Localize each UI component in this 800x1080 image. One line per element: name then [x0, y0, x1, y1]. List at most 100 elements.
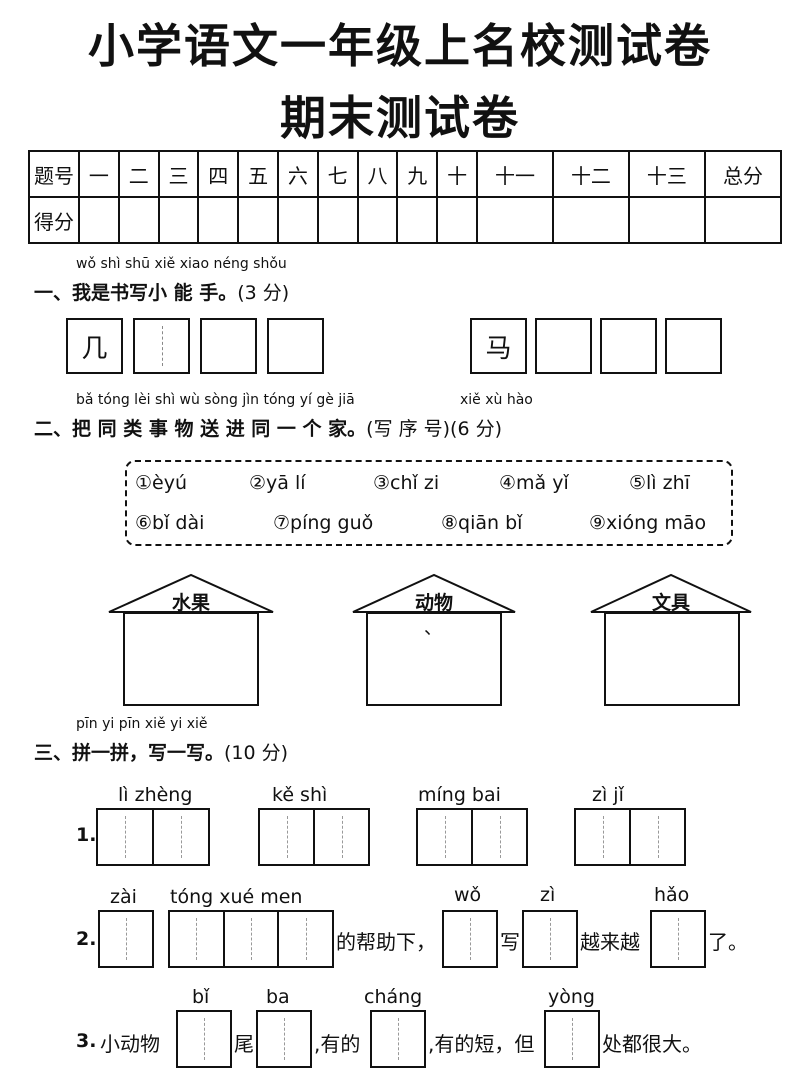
- score-cell[interactable]: [237, 196, 279, 244]
- house-answer-box[interactable]: 、: [366, 612, 502, 706]
- score-cell[interactable]: [197, 196, 240, 244]
- word-bank-item: ⑦píng guǒ: [273, 512, 374, 534]
- section2-heading: 二、把 同 类 事 物 送 进 同 一 个 家。(写 序 号)(6 分): [34, 414, 502, 441]
- model-char: 马: [485, 333, 512, 364]
- answer-grid[interactable]: [96, 808, 210, 866]
- score-cell[interactable]: [78, 196, 120, 244]
- question-number: 1.: [76, 824, 97, 846]
- word-pinyin: zì jǐ: [592, 784, 624, 806]
- score-cell[interactable]: [551, 196, 630, 244]
- score-cell[interactable]: [475, 196, 554, 244]
- house-label: 动物: [414, 592, 453, 614]
- score-table-column: 十二: [551, 150, 630, 198]
- word-bank-item: ④mǎ yǐ: [499, 472, 569, 494]
- answer-grid[interactable]: [442, 910, 498, 968]
- sentence-text: ,有的短，但: [428, 1032, 535, 1056]
- house-label: 水果: [171, 592, 210, 614]
- model-char: 几: [81, 333, 108, 364]
- pencil-mark: 、: [424, 618, 442, 639]
- writing-box[interactable]: [535, 318, 592, 374]
- score-table-column: 八: [356, 150, 399, 198]
- score-cell[interactable]: [356, 196, 399, 244]
- writing-box[interactable]: [665, 318, 722, 374]
- section3-pinyin: pīn yi pīn xiě yi xiě: [76, 716, 208, 732]
- score-cell[interactable]: [117, 196, 160, 244]
- answer-grid[interactable]: [416, 808, 528, 866]
- answer-grid[interactable]: [258, 808, 370, 866]
- question-number: 3.: [76, 1030, 97, 1052]
- answer-grid[interactable]: [176, 1010, 232, 1068]
- word-pinyin: míng bai: [418, 784, 501, 806]
- score-table: 题号 一 二 三 四 五 六 七 八 九 十 十一 十二 十三 总分 得分: [28, 150, 783, 244]
- writing-box[interactable]: [200, 318, 257, 374]
- writing-box[interactable]: [133, 318, 190, 374]
- score-table-row-label: 题号: [28, 150, 80, 198]
- word-bank-item: ①èyú: [135, 472, 188, 494]
- score-cell[interactable]: [703, 196, 783, 244]
- word-bank-item: ⑤lì zhī: [629, 472, 690, 494]
- sentence-text: 小动物: [100, 1032, 160, 1056]
- score-cell[interactable]: [627, 196, 706, 244]
- section1-title: 一、我是书写小 能 手。: [34, 282, 238, 304]
- score-cell[interactable]: [436, 196, 478, 244]
- sentence-text: 的帮助下，: [336, 930, 436, 954]
- section2-points: (写 序 号)(6 分): [366, 418, 503, 440]
- score-cell[interactable]: [316, 196, 359, 244]
- word-bank-item: ⑧qiān bǐ: [441, 512, 523, 534]
- word-pinyin: tóng xué men: [170, 886, 303, 908]
- answer-grid[interactable]: [168, 910, 334, 968]
- score-table-row-label: 得分: [28, 196, 80, 244]
- house-animal: 动物 、: [350, 572, 518, 708]
- section1-points: (3 分): [237, 282, 290, 304]
- question-number: 2.: [76, 928, 97, 950]
- answer-grid[interactable]: [256, 1010, 312, 1068]
- section3-heading: 三、拼一拼，写一写。(10 分): [34, 738, 288, 765]
- answer-grid[interactable]: [574, 808, 686, 866]
- score-cell[interactable]: [276, 196, 319, 244]
- score-table-column: 一: [78, 150, 120, 198]
- writing-box[interactable]: [600, 318, 657, 374]
- word-bank-item: ⑨xióng māo: [589, 512, 707, 534]
- word-pinyin: yòng: [548, 986, 595, 1008]
- writing-box-model: 马: [470, 318, 527, 374]
- score-cell[interactable]: [396, 196, 439, 244]
- score-table-column: 总分: [703, 150, 783, 198]
- section3-title: 三、拼一拼，写一写。: [34, 742, 225, 764]
- section2-title: 二、把 同 类 事 物 送 进 同 一 个 家。: [34, 418, 367, 440]
- score-table-column: 四: [197, 150, 240, 198]
- word-bank-item: ⑥bǐ dài: [135, 512, 205, 534]
- answer-grid[interactable]: [544, 1010, 600, 1068]
- answer-grid[interactable]: [370, 1010, 426, 1068]
- house-answer-box[interactable]: [604, 612, 740, 706]
- answer-grid[interactable]: [98, 910, 154, 968]
- word-pinyin: zì: [540, 884, 556, 906]
- house-stationery: 文具: [588, 572, 754, 708]
- score-table-column: 六: [276, 150, 319, 198]
- house-label: 文具: [651, 592, 690, 614]
- score-table-column: 十一: [475, 150, 554, 198]
- word-pinyin: lì zhèng: [118, 784, 193, 806]
- sentence-text: 处都很大。: [602, 1032, 702, 1056]
- page-title: 小学语文一年级上名校测试卷: [88, 19, 712, 73]
- sentence-text: ,有的: [314, 1032, 361, 1056]
- score-table-header-row: 题号 一 二 三 四 五 六 七 八 九 十 十一 十二 十三 总分: [28, 150, 783, 198]
- section2-pinyin: bǎ tóng lèi shì wù sòng jìn tóng yí gè j…: [76, 392, 355, 408]
- word-pinyin: bǐ: [192, 986, 210, 1008]
- answer-grid[interactable]: [522, 910, 578, 968]
- score-table-column: 五: [237, 150, 279, 198]
- page-subtitle: 期末测试卷: [280, 91, 520, 145]
- word-bank: ①èyú ②yā lí ③chǐ zi ④mǎ yǐ ⑤lì zhī ⑥bǐ d…: [125, 460, 733, 546]
- writing-box[interactable]: [267, 318, 324, 374]
- score-table-column: 二: [117, 150, 160, 198]
- word-pinyin: kě shì: [272, 784, 328, 806]
- sentence-text: 写: [500, 930, 520, 954]
- score-cell[interactable]: [157, 196, 200, 244]
- house-answer-box[interactable]: [123, 612, 259, 706]
- section3-points: (10 分): [224, 742, 289, 764]
- answer-grid[interactable]: [650, 910, 706, 968]
- score-table-column: 十: [436, 150, 478, 198]
- word-pinyin: hǎo: [654, 884, 690, 906]
- section2-pinyin-suffix: xiě xù hào: [460, 392, 533, 408]
- section1-pinyin: wǒ shì shū xiě xiao néng shǒu: [76, 256, 287, 272]
- score-table-column: 三: [157, 150, 200, 198]
